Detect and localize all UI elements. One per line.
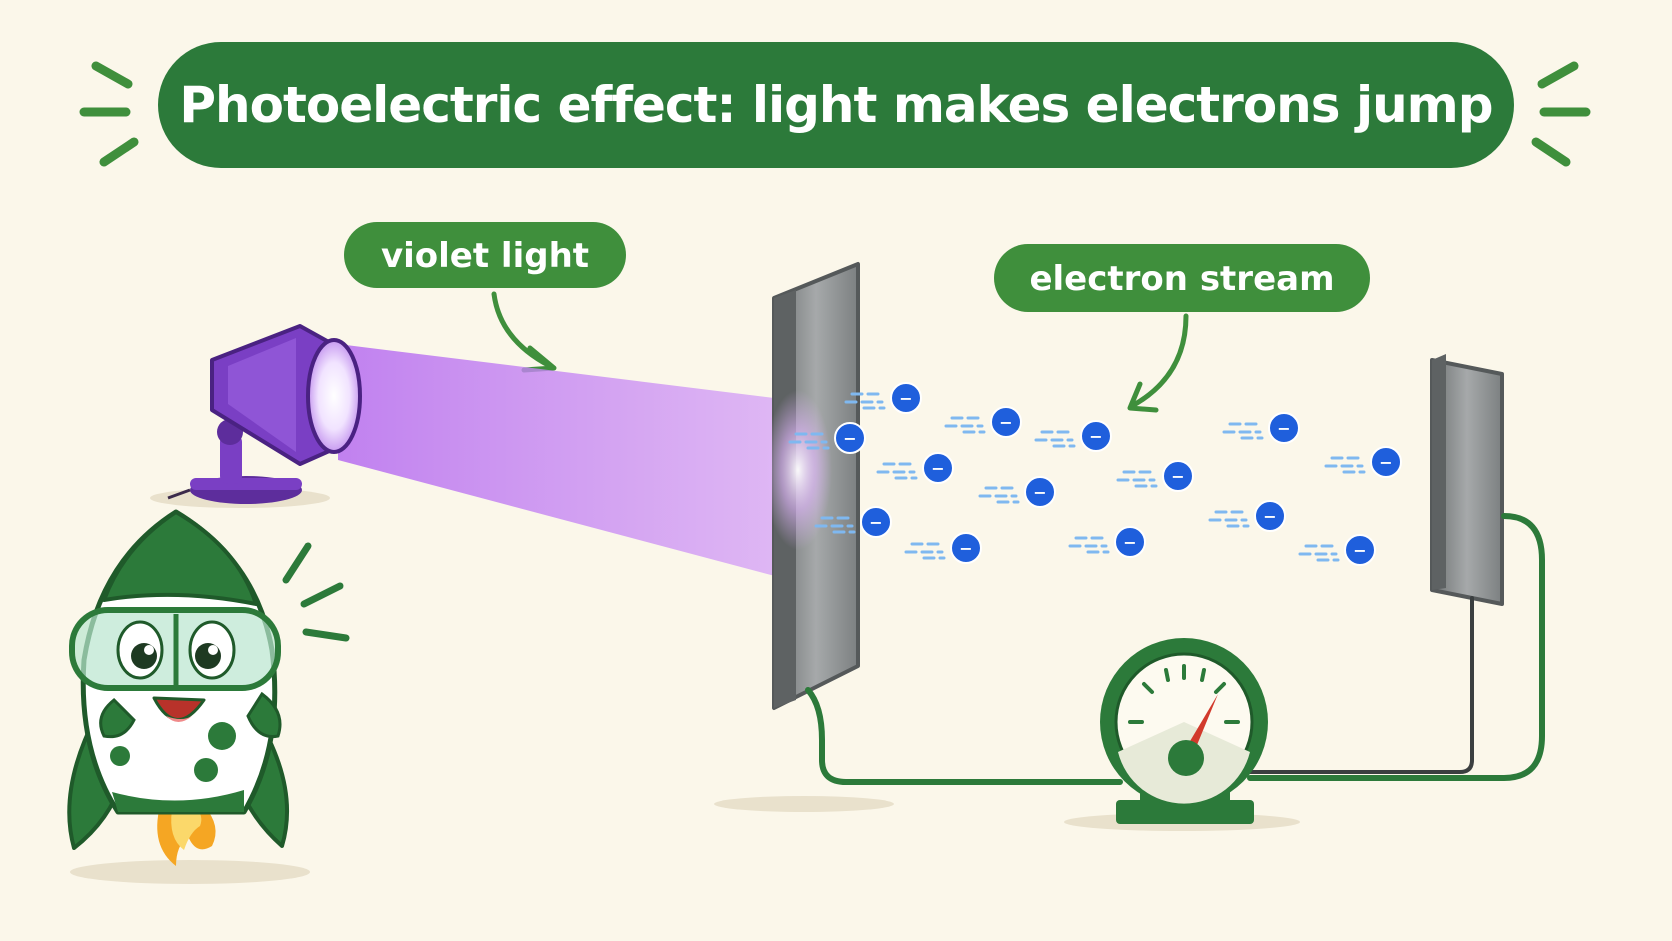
- electron-minus-sign: −: [999, 413, 1012, 432]
- electron-minus-sign: −: [899, 389, 912, 408]
- title-banner: Photoelectric effect: light makes electr…: [158, 42, 1514, 168]
- electron-minus-sign: −: [1379, 453, 1392, 472]
- electron-motion-trail: [1222, 422, 1264, 440]
- rocket-mascot-icon: [67, 509, 310, 884]
- electron-motion-trail: [978, 486, 1020, 504]
- electron: [950, 532, 982, 564]
- violet-light-label: violet light: [344, 222, 626, 288]
- collector-plate: [1430, 354, 1504, 606]
- electron: [1344, 534, 1376, 566]
- electron-minus-sign: −: [1123, 533, 1136, 552]
- electron-motion-trail: [1208, 510, 1250, 528]
- electron: [1080, 420, 1112, 452]
- electron-minus-sign: −: [1263, 507, 1276, 526]
- electron-stream-arrowhead-icon: [1127, 381, 1159, 413]
- electron-stream-label: electron stream: [994, 244, 1370, 312]
- electron-minus-sign: −: [931, 459, 944, 478]
- electron-minus-sign: −: [1089, 427, 1102, 446]
- electron-minus-sign: −: [1353, 541, 1366, 560]
- lamp-icon: [150, 324, 362, 508]
- electron-motion-trail: [814, 516, 856, 534]
- violet-light-arrow-icon: [491, 291, 553, 369]
- electron: [1268, 412, 1300, 444]
- electron-minus-sign: −: [869, 513, 882, 532]
- electron-motion-trail: [1298, 544, 1340, 562]
- gauge-icon: [1064, 638, 1300, 831]
- electron: [1024, 476, 1056, 508]
- electron: [1162, 460, 1194, 492]
- electron-stream-arrow-icon: [1129, 313, 1189, 409]
- electron: [890, 382, 922, 414]
- electron: [834, 422, 866, 454]
- electron: [860, 506, 892, 538]
- electron-motion-trail: [1116, 470, 1158, 488]
- electron-stream: − − − − − − − − − − − − − −: [788, 382, 1402, 566]
- light-impact-glow: [764, 390, 832, 550]
- electron: [1370, 446, 1402, 478]
- electron-motion-trail: [944, 416, 986, 434]
- title-burst-left-icon: [79, 61, 139, 167]
- circuit-wire-left: [805, 687, 1123, 785]
- electron-motion-trail: [788, 432, 830, 450]
- electron-minus-sign: −: [1033, 483, 1046, 502]
- electron-motion-trail: [844, 392, 886, 410]
- electron-minus-sign: −: [959, 539, 972, 558]
- electron-motion-trail: [876, 462, 918, 480]
- electron-stream-text: electron stream: [1029, 259, 1334, 299]
- circuit-wire-collector: [1248, 596, 1474, 774]
- circuit-wire-right: [1247, 513, 1545, 781]
- electron: [1114, 526, 1146, 558]
- electron-minus-sign: −: [1171, 467, 1184, 486]
- page-title: Photoelectric effect: light makes electr…: [179, 76, 1492, 134]
- electron-motion-trail: [1034, 430, 1076, 448]
- electron-motion-trail: [1068, 536, 1110, 554]
- electron: [922, 452, 954, 484]
- electron-minus-sign: −: [843, 429, 856, 448]
- title-burst-right-icon: [1531, 61, 1591, 167]
- electron: [990, 406, 1022, 438]
- violet-light-text: violet light: [381, 236, 589, 276]
- electron-minus-sign: −: [1277, 419, 1290, 438]
- electron-motion-trail: [1324, 456, 1366, 474]
- electron: [1254, 500, 1286, 532]
- mascot-excitement-marks-icon: [282, 542, 350, 642]
- electron-motion-trail: [904, 542, 946, 560]
- violet-light-beam: [338, 344, 790, 580]
